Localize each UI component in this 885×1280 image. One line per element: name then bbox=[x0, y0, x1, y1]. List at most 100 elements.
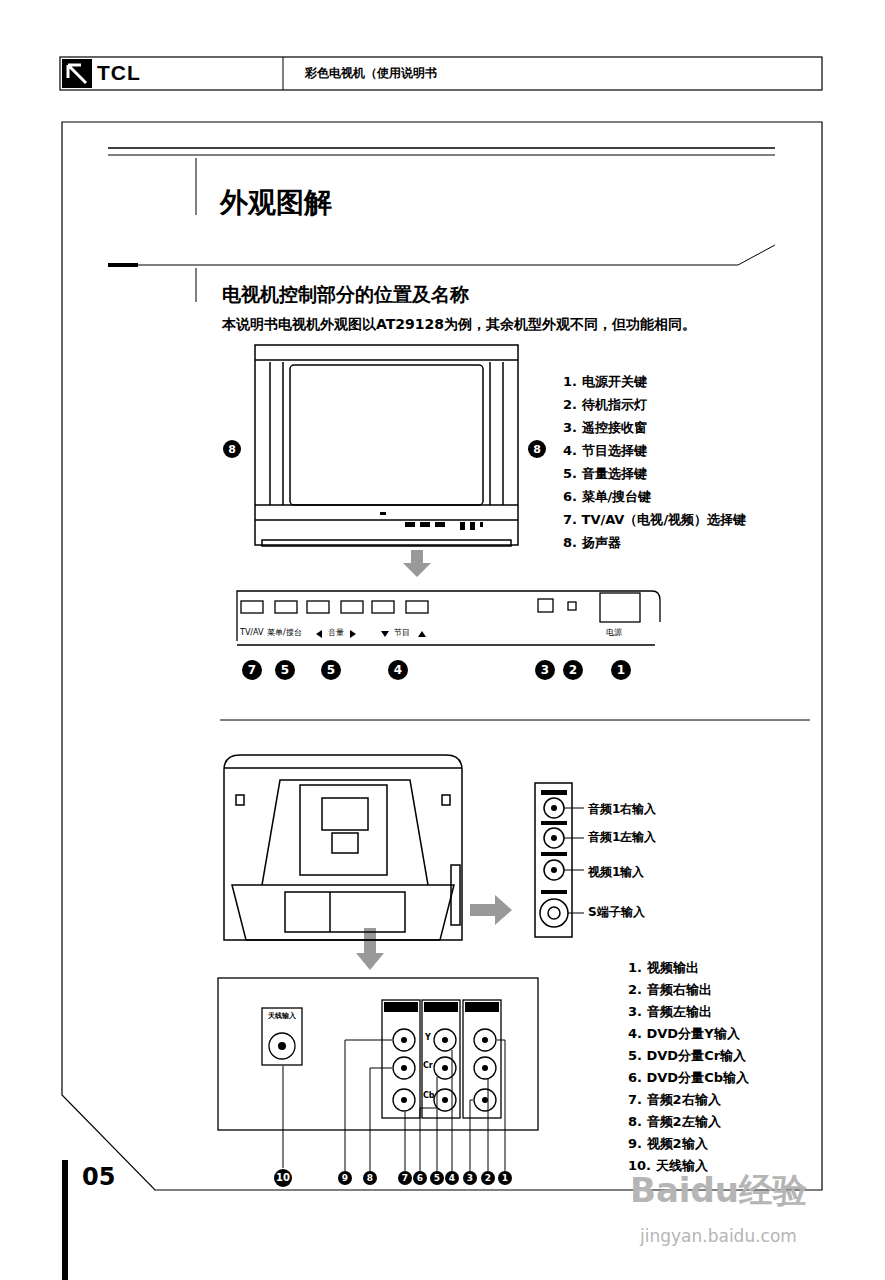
illustration-part bbox=[262, 1008, 302, 1065]
callout-number: 3 bbox=[535, 660, 555, 680]
text-label: 3. 音频左输出 bbox=[628, 1004, 712, 1020]
illustration-part bbox=[442, 1037, 448, 1043]
illustration-part bbox=[224, 755, 462, 940]
illustration-part bbox=[62, 122, 822, 1190]
illustration-part bbox=[405, 1112, 406, 1171]
illustration-part bbox=[278, 1042, 286, 1050]
illustration-part bbox=[282, 362, 284, 505]
text-label: 菜单/搜台 bbox=[267, 628, 302, 638]
illustration-part bbox=[384, 1002, 418, 1012]
callout-number: 8 bbox=[363, 1171, 377, 1185]
illustration-part bbox=[401, 1097, 407, 1103]
callout-number: 4 bbox=[388, 660, 408, 680]
illustration-part bbox=[262, 780, 428, 885]
illustration-part bbox=[474, 1057, 496, 1079]
text-label: 电视机控制部分的位置及名称 bbox=[222, 283, 469, 306]
illustration-part bbox=[564, 808, 584, 913]
text-label: 4. 节目选择键 bbox=[563, 443, 647, 459]
illustration-part bbox=[380, 512, 483, 530]
callout-number: 8 bbox=[528, 440, 546, 458]
illustration-part bbox=[381, 631, 389, 637]
illustration-part bbox=[442, 1097, 448, 1103]
illustration-part bbox=[393, 1029, 415, 1051]
illustration-part bbox=[196, 268, 197, 302]
illustration-part bbox=[300, 785, 387, 875]
illustration-part bbox=[544, 860, 564, 880]
illustration-part bbox=[564, 808, 584, 809]
callout-number: 5 bbox=[275, 660, 295, 680]
illustration-part bbox=[568, 913, 584, 914]
text-label: 1. 视频输出 bbox=[628, 960, 699, 976]
illustration-part bbox=[278, 1002, 499, 1103]
illustration-part bbox=[283, 57, 284, 90]
illustration-part bbox=[442, 795, 450, 805]
illustration-part bbox=[262, 540, 511, 546]
illustration-part bbox=[68, 65, 86, 83]
illustration-part bbox=[372, 601, 394, 613]
illustration-part bbox=[420, 522, 430, 527]
text-label: TCL bbox=[97, 60, 141, 85]
text-label: 2. 待机指示灯 bbox=[563, 397, 647, 413]
illustration-part bbox=[285, 892, 405, 932]
illustration-part bbox=[220, 720, 810, 721]
illustration-part bbox=[551, 835, 557, 841]
illustration-part bbox=[538, 599, 553, 612]
text-label: 3. 遥控接收窗 bbox=[563, 420, 647, 436]
illustration-part bbox=[535, 783, 572, 937]
illustration-part bbox=[535, 783, 572, 937]
illustration-part bbox=[283, 1066, 284, 1168]
text-label: 本说明书电视机外观图以AT29128为例，其余机型外观不同，但功能相同。 bbox=[222, 316, 696, 333]
illustration-part bbox=[255, 519, 518, 521]
illustration-part bbox=[482, 1065, 488, 1071]
illustration-part bbox=[322, 798, 368, 830]
illustration-part bbox=[356, 928, 384, 970]
text-label: TV/AV bbox=[240, 628, 264, 638]
illustration-part bbox=[237, 591, 660, 645]
illustration-part bbox=[236, 795, 244, 805]
text-label: 6. DVD分量Cb输入 bbox=[628, 1070, 749, 1086]
text-label: 05 bbox=[82, 1163, 115, 1192]
illustration-part bbox=[283, 1040, 505, 1171]
illustration-part bbox=[600, 593, 640, 622]
illustration-part bbox=[451, 865, 460, 925]
illustration-part bbox=[497, 1040, 505, 1171]
illustration-part bbox=[502, 362, 504, 505]
illustration-part bbox=[401, 1065, 407, 1071]
text-label: 6. 菜单/搜台键 bbox=[563, 489, 651, 505]
illustration-part bbox=[541, 890, 567, 894]
illustration-part bbox=[564, 838, 584, 839]
illustration-part bbox=[341, 601, 363, 613]
illustration-part bbox=[269, 362, 271, 505]
illustration-part bbox=[541, 790, 567, 795]
callout-number: 9 bbox=[338, 1171, 352, 1185]
illustration-part bbox=[480, 522, 483, 527]
illustration-part bbox=[403, 550, 431, 577]
illustration-part bbox=[393, 1057, 415, 1079]
illustration-part bbox=[488, 1079, 489, 1171]
text-label: Y bbox=[425, 1033, 431, 1043]
text-label: 4. DVD分量Y输入 bbox=[628, 1026, 740, 1042]
illustration-part bbox=[60, 57, 822, 90]
text-label: 彩色电视机（使用说明书 bbox=[305, 66, 437, 80]
illustration-part bbox=[540, 899, 568, 927]
illustration-part bbox=[470, 522, 475, 530]
illustration-part bbox=[108, 263, 138, 267]
illustration-part bbox=[424, 1002, 458, 1012]
illustration-part bbox=[460, 522, 465, 530]
illustration-part bbox=[329, 892, 331, 932]
illustration-part bbox=[489, 362, 491, 505]
text-label: jingyan.baidu.com bbox=[640, 1226, 797, 1246]
illustration-part bbox=[422, 1000, 460, 1118]
callout-number: 5 bbox=[321, 660, 341, 680]
text-label: 2. 音频右输出 bbox=[628, 982, 712, 998]
illustration-part bbox=[434, 1057, 456, 1079]
illustration-part bbox=[237, 591, 660, 641]
illustration-part bbox=[482, 1037, 488, 1043]
illustration-part bbox=[241, 601, 263, 613]
illustration-part bbox=[568, 602, 576, 610]
text-label: S端子输入 bbox=[588, 905, 645, 919]
text-label: 电源 bbox=[606, 628, 622, 638]
illustration-part bbox=[541, 790, 567, 894]
illustration-part bbox=[237, 644, 655, 645]
illustration-part bbox=[290, 365, 483, 505]
